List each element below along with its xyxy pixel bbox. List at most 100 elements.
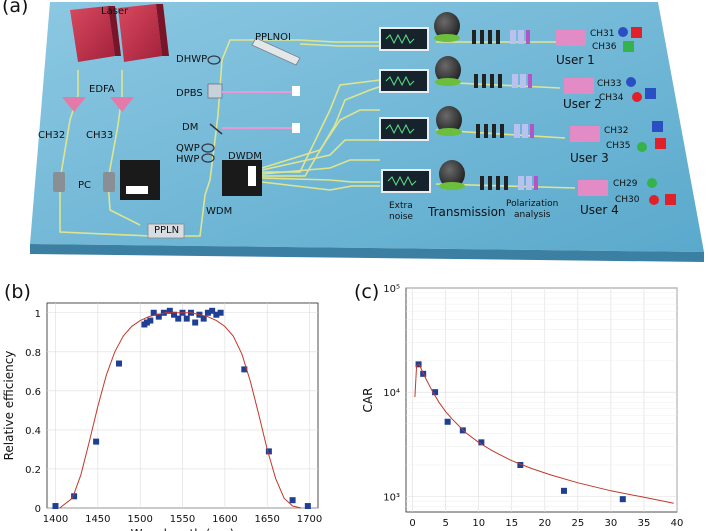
y-tick-label: 0: [35, 504, 41, 515]
x-tick-label: 1400: [43, 514, 68, 525]
data-point: [432, 389, 439, 396]
x-tick-label: 1600: [212, 514, 237, 525]
user-ch-top: CH29: [613, 179, 638, 189]
ch33-pump-label: CH33: [86, 130, 113, 141]
data-point: [166, 307, 173, 314]
data-point: [200, 315, 207, 322]
car-chart: 051015202530354010³10⁴10⁵Pump power (μw)…: [361, 284, 683, 529]
panel-a-label: (a): [2, 0, 28, 17]
data-point: [265, 448, 272, 455]
y-axis-title: Relative efficiency: [2, 351, 16, 461]
x-tick-label: 1500: [127, 514, 152, 525]
panel-a: (a) Laser: [2, 0, 704, 262]
user-ch-bottom: CH34: [599, 93, 624, 103]
dm-label: DM: [182, 122, 198, 133]
user-label: User 1: [556, 53, 595, 67]
x-tick-label: 0: [409, 518, 415, 529]
user-label: User 4: [580, 203, 619, 217]
user-stations: User 1 CH31 CH36 User 2 CH33 CH34 User 3…: [556, 27, 676, 217]
edfa-label: EDFA: [89, 84, 115, 95]
data-point: [93, 438, 100, 445]
user-label: User 3: [570, 151, 609, 165]
data-point: [71, 493, 78, 500]
dhwp-label: DHWP: [176, 54, 207, 65]
user-ch-top: CH31: [590, 29, 615, 39]
user-ch-bottom: CH36: [592, 42, 617, 52]
combiner-screen: [126, 186, 148, 194]
optical-table-edge: [30, 244, 704, 262]
x-tick-label: 20: [538, 518, 551, 529]
data-point: [517, 462, 524, 469]
data-point: [213, 311, 220, 318]
free-space-optics: [201, 55, 300, 163]
extra-noise-label-2: noise: [389, 212, 413, 222]
user-station: User 1 CH31 CH36: [556, 27, 642, 67]
dpbs-label: DPBS: [176, 88, 203, 99]
x-tick-label: 35: [638, 518, 651, 529]
data-point: [183, 315, 190, 322]
data-point: [289, 497, 296, 504]
x-tick-label: 25: [571, 518, 584, 529]
polarization-label-1: Polarization: [506, 199, 558, 209]
y-tick-label: 0.2: [25, 465, 41, 476]
data-point: [155, 313, 162, 320]
extra-noise-label-1: Extra: [389, 201, 413, 211]
ppln-oi-crystal: PPLNOI: [251, 32, 301, 66]
x-tick-label: 1650: [254, 514, 279, 525]
data-point: [150, 309, 157, 316]
x-tick-label: 1700: [297, 514, 322, 525]
y-tick-label: 10⁵: [383, 284, 400, 295]
transmission-label: Transmission: [427, 205, 506, 219]
y-tick-label: 1: [35, 309, 41, 320]
data-point: [115, 360, 122, 367]
panel-b-label: (b): [4, 281, 31, 303]
fit-curve: [414, 363, 674, 504]
polarization-controllers: [53, 172, 115, 192]
ch32-pump-label: CH32: [38, 130, 65, 141]
user-label: User 2: [563, 97, 602, 111]
data-point: [204, 309, 211, 316]
data-point: [143, 319, 150, 326]
data-point: [304, 503, 311, 510]
data-point: [209, 307, 216, 314]
pc-label: PC: [78, 180, 91, 191]
qwp-label: QWP: [176, 143, 200, 154]
panel-c-label: (c): [354, 281, 379, 303]
data-point: [478, 439, 485, 446]
user-station: User 3 CH32 CH35: [570, 121, 666, 165]
ppln-crystal: [147, 223, 185, 239]
data-point: [175, 315, 182, 322]
data-point: [444, 418, 451, 425]
panel-c: (c) 051015202530354010³10⁴10⁵Pump power …: [354, 281, 683, 529]
data-point: [52, 503, 59, 510]
laser-label: Laser: [101, 6, 129, 17]
y-tick-label: 10⁴: [383, 388, 400, 399]
x-tick-label: 1550: [170, 514, 195, 525]
y-tick-label: 0.8: [25, 348, 41, 359]
ppln-oi-label: PPLNOI: [255, 32, 291, 43]
data-point: [241, 366, 248, 373]
data-point: [192, 319, 199, 326]
data-point: [171, 311, 178, 318]
wdm-label: WDM: [206, 206, 232, 217]
x-tick-label: 5: [442, 518, 448, 529]
data-point: [147, 317, 154, 324]
ppln-label: PPLN: [154, 225, 179, 236]
edfa-amplifiers: EDFA: [62, 84, 134, 112]
hwp-label: HWP: [176, 154, 199, 165]
y-tick-label: 10³: [383, 492, 400, 503]
data-point: [560, 487, 567, 494]
x-tick-label: 10: [472, 518, 485, 529]
x-axis-title: Wavelength (nm): [131, 527, 235, 531]
y-tick-label: 0.6: [25, 387, 41, 398]
data-point: [619, 496, 626, 503]
user-station: User 2 CH33 CH34: [563, 77, 656, 111]
dwdm-screen: [248, 166, 256, 186]
user-ch-top: CH33: [597, 79, 622, 89]
x-tick-label: 15: [505, 518, 518, 529]
user-ch-bottom: CH35: [606, 141, 631, 151]
user-ch-bottom: CH30: [615, 195, 640, 205]
